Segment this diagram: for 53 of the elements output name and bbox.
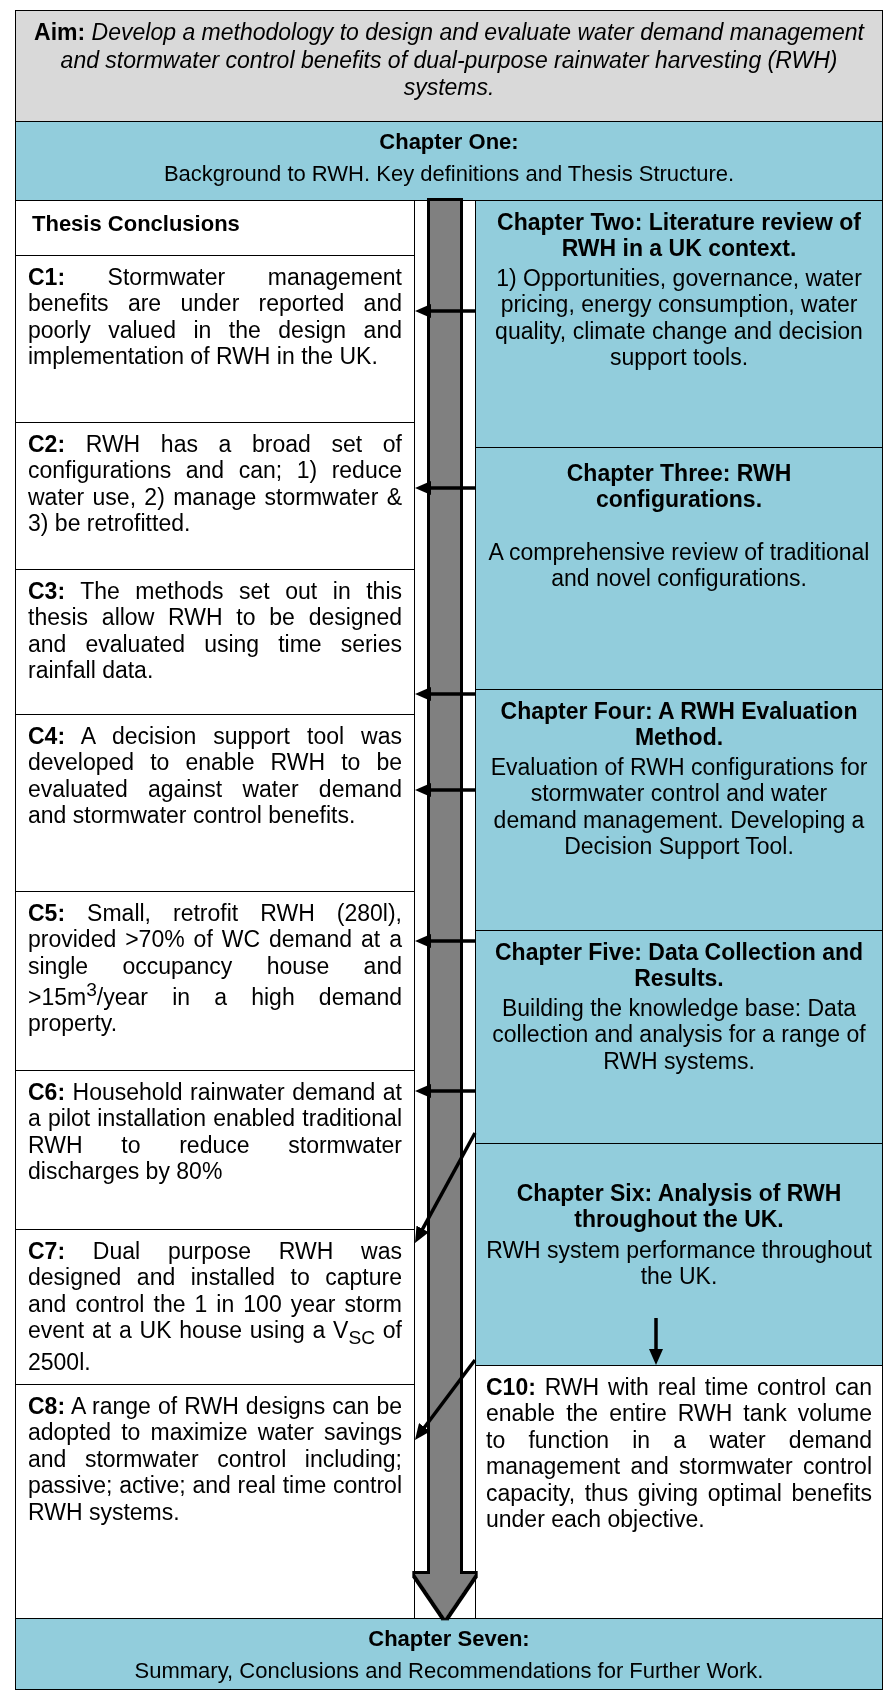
conclusion-box bbox=[15, 714, 415, 892]
arrow bbox=[415, 1132, 477, 1243]
body-text: C7: Dual purpose RWH was designed and installed to capture and control the 1 in 100 year storm event at a UK house using a V$_{SC}$ of 2500l. bbox=[28, 1238, 402, 1376]
body-text: C8: A range of RWH designs can be adopted to maximize water savings and stormwater control including; passive; active; and real time control RWH systems. bbox=[28, 1393, 402, 1526]
body-text: C3: The methods set out in this thesis allow RWH to be designed and evaluated using time series rainfall data. bbox=[28, 578, 402, 684]
conclusion-box bbox=[475, 1365, 883, 1619]
chapter-box bbox=[475, 447, 883, 690]
arrow bbox=[415, 687, 475, 701]
arrow bbox=[415, 481, 475, 495]
conclusion-box bbox=[15, 255, 415, 423]
heading-text: Chapter Three: RWH configurations. bbox=[565, 460, 793, 513]
chapter-box bbox=[475, 930, 883, 1144]
body-text: C6: Household rainwater demand at a pilot installation enabled traditional RWH to reduce stormwater discharges by 80% bbox=[28, 1079, 402, 1185]
conclusion-box bbox=[15, 1384, 415, 1619]
arrow bbox=[415, 783, 475, 797]
chapter-box bbox=[475, 200, 883, 448]
conclusion-box bbox=[15, 1070, 415, 1230]
body-text: C10: RWH with real time control can enable the entire RWH tank volume to function in a water demand management and stormwater control capacity, thus giving optimal benefits under each objective. bbox=[486, 1374, 872, 1533]
heading-text: Chapter Six: Analysis of RWH throughout the UK. bbox=[515, 1180, 843, 1233]
heading-text: Chapter Seven: bbox=[367, 1625, 531, 1653]
body-text: Evaluation of RWH configurations for stormwater control and water demand management. Developing a Decision Support Tool. bbox=[489, 753, 869, 860]
body-text: RWH system performance throughout the UK. bbox=[486, 1236, 872, 1290]
body-text: C1: Stormwater management benefits are under reported and poorly valued in the design and implementation of RWH in the UK. bbox=[28, 264, 402, 370]
body-text: C5: Small, retrofit RWH (280l), provided >70% of WC demand at a single occupancy house and >15m$^{3}$/year in a high demand property. bbox=[28, 900, 402, 1037]
aim-box bbox=[15, 10, 883, 122]
chapter-box bbox=[475, 689, 883, 931]
body-text: Building the knowledge base: Data collection and analysis for a range of RWH systems. bbox=[491, 994, 867, 1075]
thick-arrow bbox=[415, 201, 475, 1618]
body-text: C4: A decision support tool was developed to enable RWH to be evaluated against water demand and stormwater control benefits. bbox=[28, 723, 402, 829]
body-text: 1) Opportunities, governance, water pricing, energy consumption, water quality, climate change and decision support tools. bbox=[494, 264, 864, 371]
arrow bbox=[415, 1358, 477, 1440]
arrow bbox=[649, 1318, 663, 1365]
conclusion-box bbox=[15, 891, 415, 1071]
conclusion-box bbox=[15, 569, 415, 715]
body-text: Background to RWH. Key definitions and Thesis Structure. bbox=[162, 159, 736, 188]
body-text: Summary, Conclusions and Recommendations for Further Work. bbox=[133, 1656, 765, 1685]
column-heading: Thesis Conclusions bbox=[32, 211, 241, 237]
chapter-box bbox=[475, 1143, 883, 1366]
body-text: Aim: Develop a methodology to design and evaluate water demand management and stormwater control benefits of dual-purpose rainwater harvesting (RWH) systems. bbox=[33, 19, 866, 102]
heading-text: Chapter One: bbox=[378, 128, 520, 156]
body-text: C2: RWH has a broad set of configurations and can; 1) reduce water use, 2) manage stormwater & 3) be retrofitted. bbox=[28, 431, 402, 537]
conclusion-box bbox=[15, 1229, 415, 1385]
heading-text: Chapter Four: A RWH Evaluation Method. bbox=[499, 698, 859, 751]
arrow bbox=[415, 304, 475, 318]
arrow bbox=[415, 1084, 475, 1098]
heading-text: Chapter Two: Literature review of RWH in a UK context. bbox=[496, 209, 862, 262]
chapter-band bbox=[15, 121, 883, 201]
column-header bbox=[15, 200, 415, 256]
body-text: A comprehensive review of traditional and novel configurations. bbox=[487, 538, 871, 592]
heading-text: Chapter Five: Data Collection and Results. bbox=[493, 939, 865, 992]
chapter-band bbox=[15, 1618, 883, 1690]
arrow bbox=[415, 934, 475, 948]
conclusion-box bbox=[15, 422, 415, 570]
